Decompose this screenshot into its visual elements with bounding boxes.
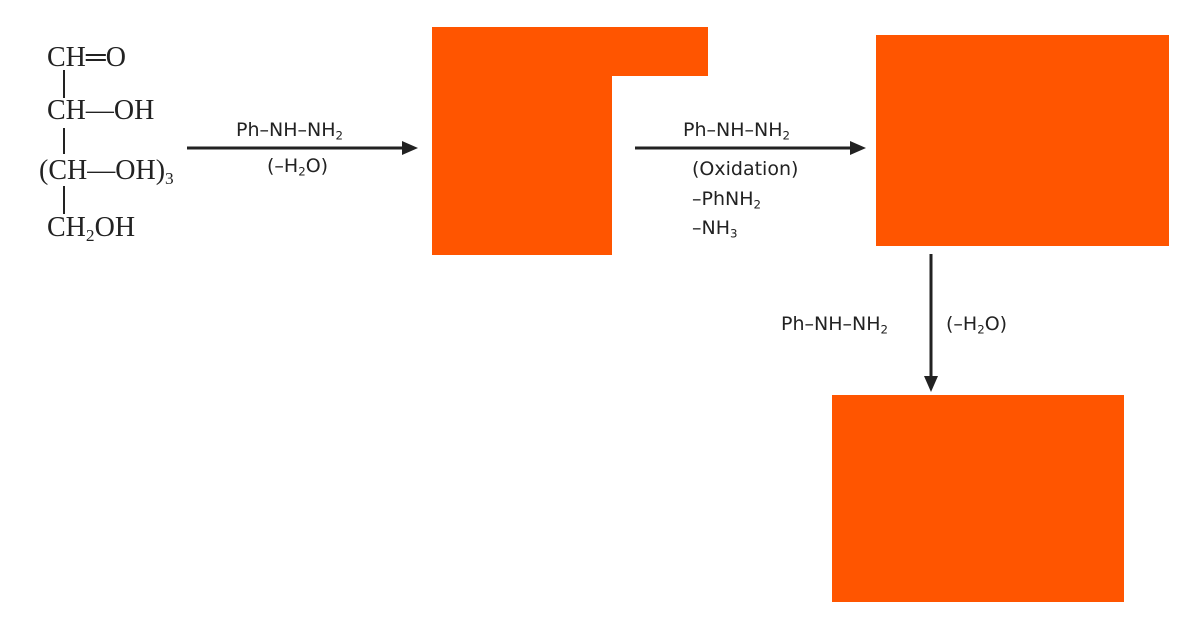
step1-condition: (–H2O): [267, 155, 329, 179]
backbone-bond-3: [63, 186, 65, 214]
step2-condition-oxidation: (Oxidation): [692, 158, 799, 180]
step2-condition-loss-phnh2: –PhNH2: [692, 188, 761, 212]
arrow-step-1: [187, 141, 418, 155]
reactant-terminal-carbon: CH2OH: [47, 212, 136, 246]
arrow-step-3: [924, 254, 938, 392]
backbone-bond-2: [63, 128, 65, 154]
product-1-mask-main: [432, 27, 612, 255]
arrow-step-2: [635, 141, 866, 155]
reactant-hydroxy-carbon: CH—OH: [47, 95, 155, 126]
step3-condition: (–H2O): [946, 313, 1008, 337]
product-2-mask: [876, 35, 1169, 246]
product-1-mask-tab: [610, 27, 708, 76]
step1-reagent: Ph–NH–NH2: [236, 119, 343, 143]
step3-reagent: Ph–NH–NH2: [781, 313, 888, 337]
reactant-repeat-unit: (CH—OH)3: [39, 155, 174, 189]
step2-condition-loss-nh3: –NH3: [692, 217, 738, 241]
backbone-bond-1: [63, 70, 65, 98]
product-3-mask: [832, 395, 1124, 602]
reactant-aldehyde-carbon: CH═O: [47, 42, 126, 73]
step2-reagent: Ph–NH–NH2: [683, 119, 790, 143]
